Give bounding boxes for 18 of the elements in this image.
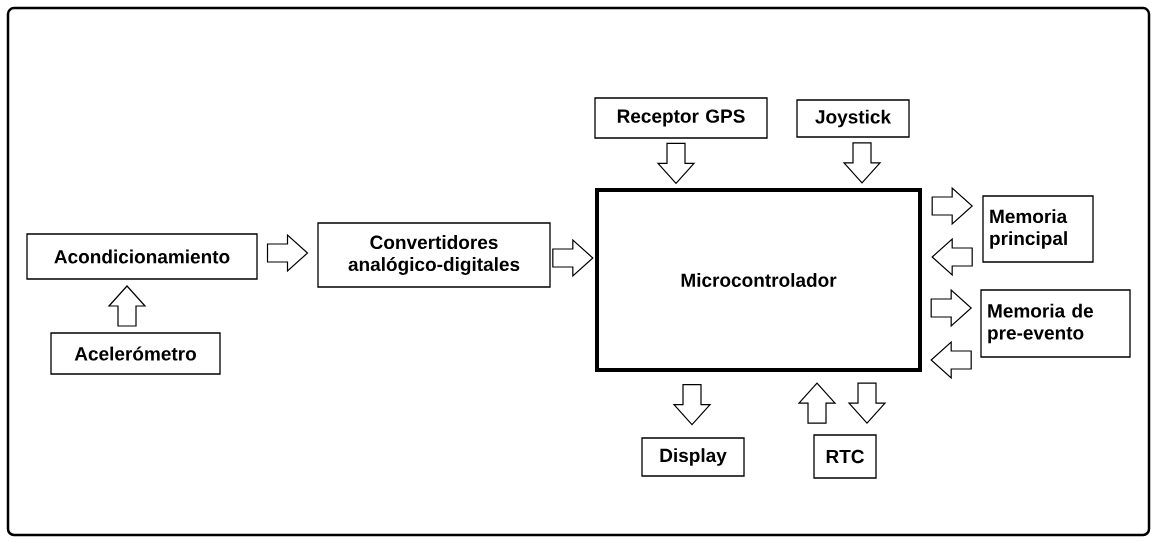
- block-box: Acelerómetro: [50, 332, 221, 375]
- block-box: Joystick: [796, 99, 910, 138]
- block-box: RTC: [813, 434, 877, 479]
- block-arrow: [552, 238, 594, 278]
- block-arrow: [656, 142, 696, 185]
- block-box: Microcontrolador: [595, 188, 922, 372]
- block-arrow: [266, 233, 309, 273]
- block-arrow: [931, 186, 974, 226]
- block-box: Convertidores analógico-digitales: [317, 222, 551, 288]
- block-box: Memoria principal: [982, 195, 1094, 263]
- block-box: Receptor GPS: [594, 97, 768, 139]
- block-box: Acondicionamiento: [26, 233, 258, 280]
- block-arrow: [672, 384, 712, 426]
- block-arrow: [847, 382, 887, 425]
- block-arrow: [842, 142, 882, 184]
- block-arrow: [930, 288, 973, 328]
- block-box: Display: [641, 437, 745, 477]
- block-box: Memoria de pre-evento: [980, 289, 1131, 358]
